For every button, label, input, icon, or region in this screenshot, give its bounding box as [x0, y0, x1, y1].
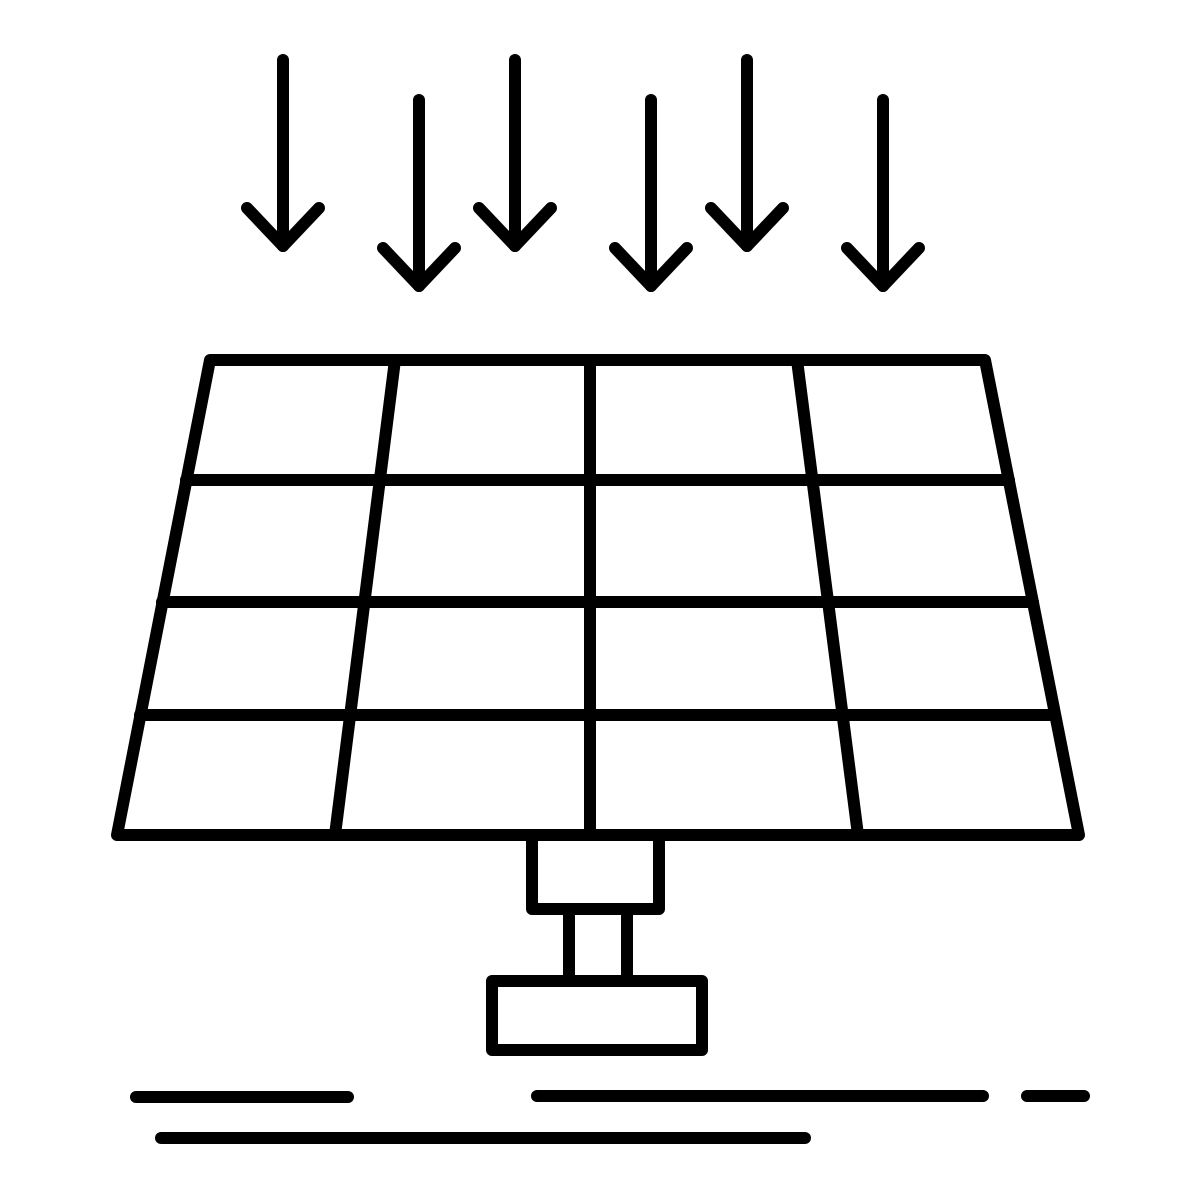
arrow-down-icon: [609, 94, 693, 292]
arrow-down-icon: [241, 54, 325, 252]
arrow-down-icon: [705, 54, 789, 252]
panel-column-divider: [791, 354, 864, 841]
arrow-down-icon: [377, 94, 461, 292]
panel-column-divider: [329, 354, 401, 841]
sunlight-arrows: [241, 54, 925, 292]
arrow-down-icon: [473, 54, 557, 252]
arrow-down-icon: [841, 94, 925, 292]
panel-mount: [486, 829, 708, 1056]
solar-panel: [111, 354, 1085, 841]
panel-frame: [111, 354, 1085, 841]
ground-lines: [130, 1090, 1090, 1144]
mount-base: [486, 975, 708, 1056]
